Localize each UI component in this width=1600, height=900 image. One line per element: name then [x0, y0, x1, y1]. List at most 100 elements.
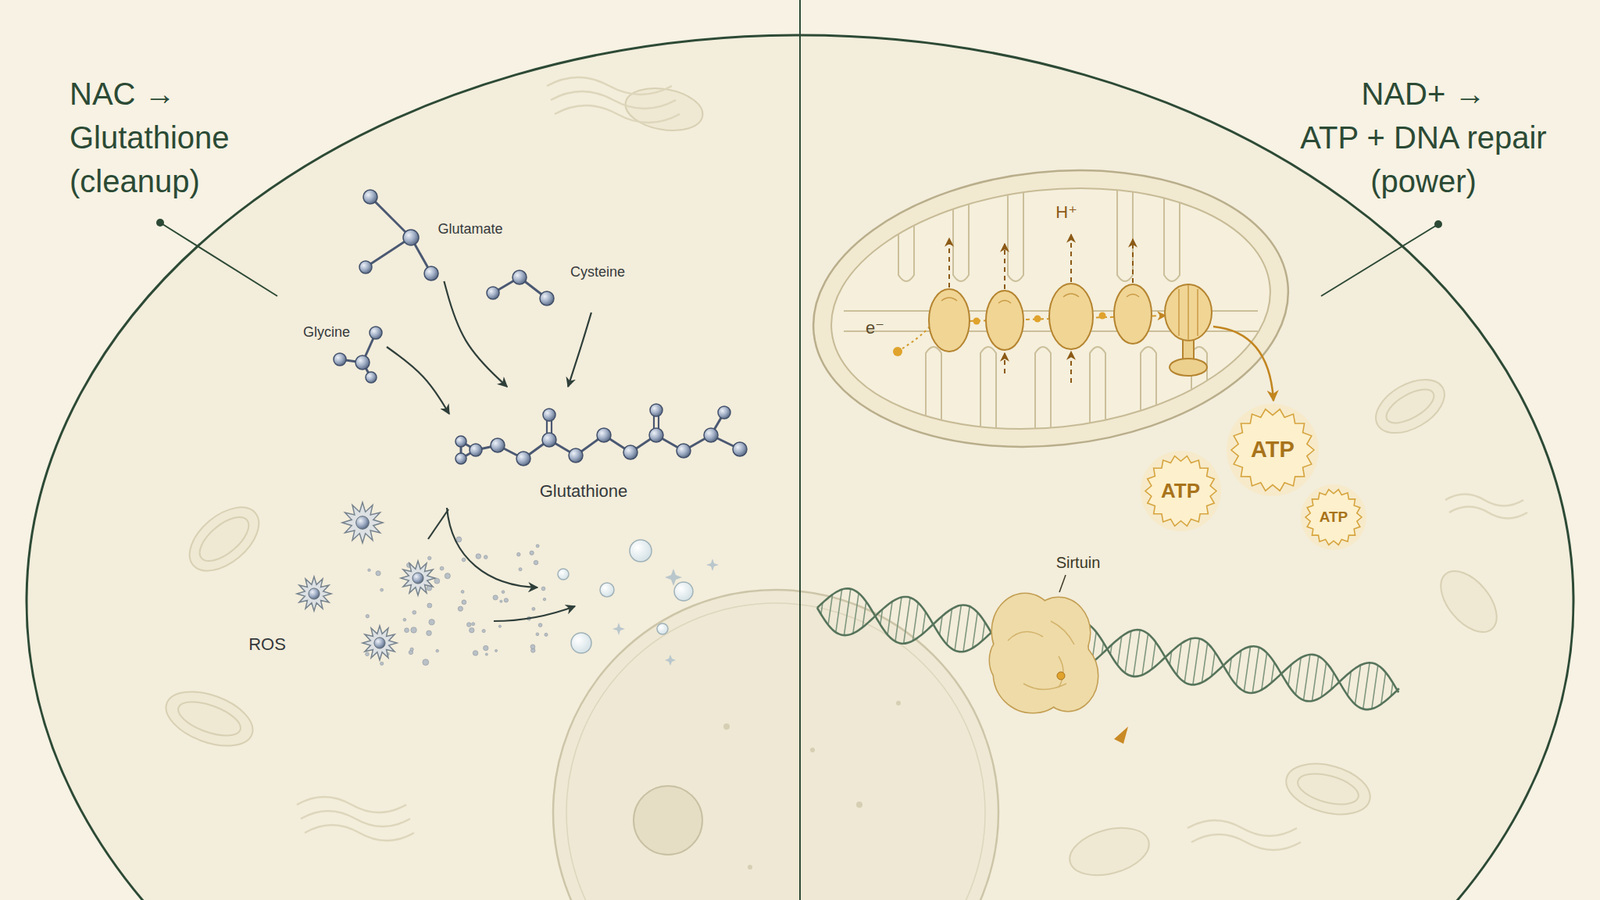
electron-transport-chain-part-part — [1070, 234, 1072, 283]
sirtuin-protein-figure-part — [989, 633, 1034, 687]
faint-organelle-part — [1430, 560, 1508, 643]
electron-transport-chain-part — [1178, 285, 1198, 341]
sirtuin-protein-figure-part — [989, 633, 1034, 687]
electron-transport-chain-part — [1164, 284, 1212, 341]
faint-organelle-part — [1280, 755, 1376, 823]
glycine-molecule-figure-part-part — [369, 326, 383, 340]
glycine-molecule-figure-part-part — [333, 353, 347, 366]
faint-er-part — [296, 796, 407, 813]
faint-organelle-part — [174, 695, 246, 743]
ros-particles-part — [365, 614, 369, 618]
faint-er-part — [1445, 494, 1524, 507]
glutamate-molecule-figure-part-part — [424, 266, 439, 281]
ros-particles-part — [482, 628, 486, 633]
starburst-shape-part — [1300, 484, 1367, 550]
reaction-arrow-part — [446, 507, 538, 588]
atp-text: ATP — [1319, 509, 1349, 526]
dna-helix-part — [1354, 664, 1361, 704]
ros-particles-part — [535, 632, 540, 636]
faint-organelle-part — [158, 681, 261, 757]
starburst-shape-part — [1226, 403, 1319, 497]
starburst-shape-part — [1231, 409, 1315, 491]
electron-transport-chain-part — [1213, 326, 1274, 401]
neutralized-bubbles-part — [600, 582, 615, 597]
reaction-arrow — [428, 507, 575, 622]
starburst-shape-part — [1140, 450, 1222, 532]
nucleus-part — [810, 747, 815, 753]
dna-helix-part — [887, 601, 893, 635]
glutathione-molecule-figure-part-part — [650, 403, 663, 417]
atp-burst: ATP — [1229, 407, 1316, 493]
dna-helix-part — [895, 597, 902, 642]
glutamate-molecule-figure-part-part — [403, 229, 419, 246]
ros-cluster-figure-part — [356, 516, 370, 530]
cristae — [843, 93, 1258, 532]
cysteine-molecule-figure-part-part — [539, 291, 554, 306]
glutathione-molecule-figure-part-part — [542, 432, 557, 447]
dna-helix-part — [828, 594, 833, 625]
ros-particles-part — [439, 566, 444, 571]
sirtuin-protein-figure-part — [1007, 621, 1075, 690]
cysteine-molecule-figure-part-part — [486, 286, 500, 300]
ros-particles-part — [456, 536, 462, 543]
neutralized-bubbles — [557, 539, 719, 666]
cristae-part — [980, 346, 997, 532]
atp-burst: ATP — [1143, 453, 1218, 529]
electron-transport-chain-part-part — [1132, 239, 1134, 283]
glutamate-molecule: Glutamate — [355, 183, 567, 282]
glutathione-molecule-figure-part — [455, 403, 747, 466]
ros-particles-part — [485, 653, 488, 656]
cysteine-molecule-figure-part — [486, 270, 554, 306]
ros-particles-part — [471, 622, 475, 626]
dna-helix — [817, 588, 1400, 710]
molecule-label: Glutamate — [437, 221, 503, 239]
dna-helix-part — [1192, 638, 1200, 685]
electron-transport-chain-part — [1099, 312, 1107, 320]
atp-text: ATP — [1250, 437, 1295, 463]
ros-particles-part — [428, 556, 432, 560]
faint-er-part — [304, 825, 415, 841]
faint-er-part — [554, 105, 680, 123]
faint-er-part — [1191, 834, 1301, 850]
dna-helix-part — [963, 606, 970, 652]
ros-cluster-figure-part — [412, 572, 424, 584]
dna-helix-part — [1201, 642, 1208, 683]
molecule-label: Cysteine — [570, 264, 625, 282]
orange-arrowhead — [1114, 726, 1129, 744]
reaction-arrow — [386, 346, 450, 415]
glutathione-molecule-figure-part-part — [490, 438, 505, 453]
faint-er-part — [546, 77, 672, 95]
faint-er-part — [1187, 820, 1297, 836]
electron-transport-chain-part — [897, 326, 930, 352]
electron-transport-chain-part — [1114, 284, 1152, 344]
neutralized-bubbles-part — [571, 632, 592, 654]
glutathione-molecule-figure-part-part — [717, 406, 731, 419]
dna-helix-part — [1184, 639, 1191, 683]
electron-transport-chain-part — [941, 293, 1140, 304]
dna-helix-part — [1151, 642, 1156, 670]
ros-particles-part — [469, 627, 475, 633]
electron-transport-chain-part — [928, 289, 970, 352]
dna-helix-part — [903, 597, 911, 644]
ros-particles-part — [503, 598, 508, 603]
electron-transport-chain-part — [949, 234, 1133, 383]
sirtuin-protein-figure-part — [1059, 575, 1066, 593]
ros-particles-part — [518, 567, 522, 572]
glutathione-molecule-figure-part-part — [649, 428, 664, 443]
ros-particles-part — [457, 606, 463, 611]
electron-transport-chain-part-part — [1003, 243, 1006, 290]
neutralized-bubbles-part — [674, 582, 693, 601]
nucleus-part — [896, 700, 901, 706]
cristae-part — [1164, 93, 1180, 282]
ros-cluster-figure-part — [400, 560, 436, 596]
glutathione-molecule-figure-part-part — [455, 435, 467, 447]
dna-helix-part — [954, 605, 961, 651]
dna-helix-part — [1303, 654, 1311, 700]
ros-particles-part — [426, 630, 433, 636]
ros-particles-part — [495, 649, 498, 652]
ros-particles-part — [533, 560, 539, 565]
ros-particles-part — [427, 603, 433, 608]
electron-transport-chain-part — [1034, 315, 1042, 323]
ros-particles-part — [412, 610, 417, 615]
